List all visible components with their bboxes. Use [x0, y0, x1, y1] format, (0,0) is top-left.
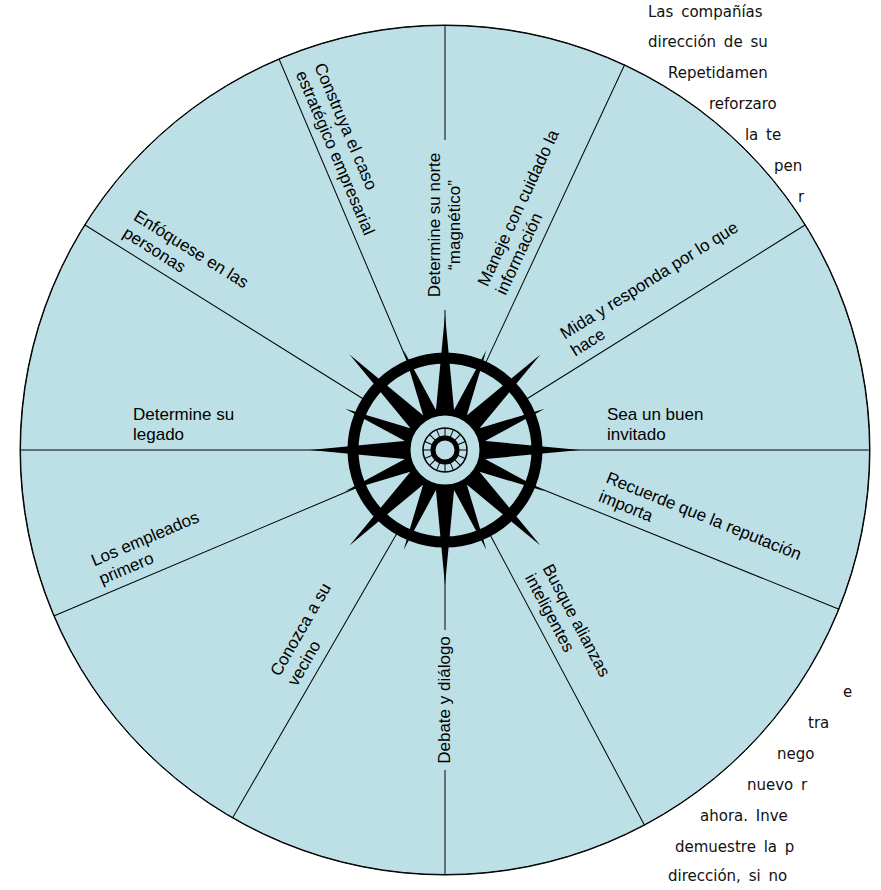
compass-spike [435, 480, 455, 585]
paragraph-fragment: nuevo r [747, 776, 807, 794]
paragraph-fragment: tra [808, 714, 829, 732]
sector-label: Determine su legado [133, 405, 245, 445]
paragraph-fragment: e [843, 683, 852, 701]
sector-label: Los empleados primero [89, 502, 222, 589]
sector-line [233, 530, 400, 818]
sector-line [523, 225, 805, 401]
sector-line [279, 59, 409, 366]
paragraph-fragment: la te [745, 126, 781, 144]
sector-label: Construya el caso estratégico empresaria… [291, 60, 400, 246]
paragraph-fragment: Las compañías [648, 3, 763, 21]
sector-label: Busque alianzas inteligentes [520, 561, 619, 699]
sector-line [85, 225, 367, 401]
sector-line [488, 531, 644, 825]
paragraph-fragment: demuestre la p [675, 838, 794, 856]
sector-label: Enfóquese en las personas [119, 207, 261, 316]
wheel-border [21, 26, 870, 875]
paragraph-fragment: dirección de su [648, 33, 768, 51]
compass-center [433, 438, 457, 462]
compass-small-ring [423, 428, 467, 472]
sector-label: Conozca a su vecino [266, 570, 358, 690]
paragraph-fragment: reforzaro [709, 95, 777, 113]
paragraph-fragment: dirección, si no [668, 867, 787, 885]
paragraph-fragment: pen [774, 157, 802, 175]
sector-label: Mida y responda por lo que hace [557, 213, 761, 361]
compass-spike [435, 315, 455, 420]
wheel-ground [20, 25, 870, 875]
paragraph-fragment: nego [777, 745, 814, 763]
paragraph-fragment: ahora. Inve [700, 807, 788, 825]
sector-line [537, 450, 870, 451]
compass-outer-ring [353, 358, 537, 542]
compass-spike [475, 440, 580, 460]
sector-label: Maneje con cuidado la información [474, 118, 586, 298]
compass-inner-ring [407, 412, 483, 488]
sector-label: Debate y diálogo [435, 630, 455, 770]
compass-spike [310, 440, 415, 460]
paragraph-fragment: r [798, 188, 804, 206]
sector-line [20, 450, 353, 451]
sector-label: Determine su norte “magnético” [425, 140, 465, 310]
paragraph-fragment: Repetidamen [668, 64, 768, 82]
compass-rose [310, 315, 580, 585]
compass-wheel: Determine su norte “magnético”Maneje con… [20, 25, 870, 875]
sector-label: Sea un buen invitado [607, 405, 722, 445]
sector-dividers [20, 25, 870, 875]
sector-label: Recuerde que la reputación importa [595, 468, 814, 588]
